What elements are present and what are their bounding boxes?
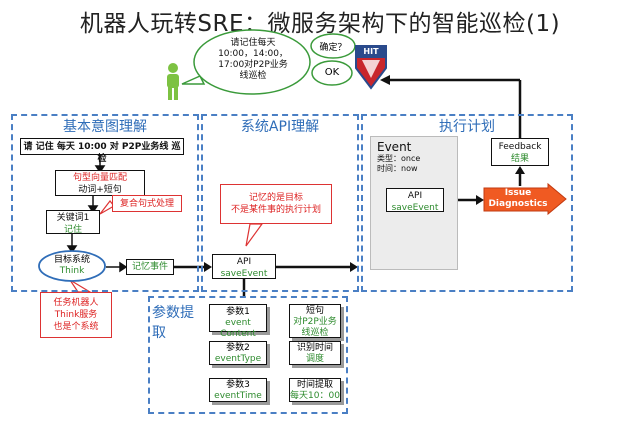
feedback-label: Feedback: [498, 142, 542, 152]
user-request-line: 线巡检: [239, 71, 267, 81]
param-key: Content: [220, 329, 256, 339]
param-key: eventType: [214, 354, 262, 364]
param-result-2: 识别时间 调度: [289, 341, 341, 365]
target-system-value: Think: [59, 266, 85, 276]
hit-logo: [355, 45, 387, 90]
target-system-label: 目标系统: [53, 255, 90, 265]
pattern-match-label: 句型向量匹配: [72, 173, 127, 183]
api-note-tail: [245, 223, 264, 247]
event-to-api-arrow: [174, 262, 212, 272]
param-key: event: [225, 318, 251, 328]
intent-panel: [11, 114, 199, 292]
param-box-2: 参数2 eventType: [209, 341, 267, 365]
exec-api-box: API saveEvent: [386, 188, 444, 213]
event-type: 类型：once: [377, 154, 421, 163]
keyword-value: 记住: [63, 225, 82, 235]
user-request-line: 17:00对P2P业务: [218, 60, 288, 70]
intent-panel-title: 基本意图理解: [63, 119, 147, 135]
api-to-exec-arrow: [276, 262, 358, 272]
param-label: 参数3: [226, 380, 250, 390]
event-title: Event: [377, 140, 412, 154]
user-speech-bubble: [181, 29, 311, 95]
api-box: API saveEvent: [212, 254, 276, 279]
sentence-box: 请 记住 每天 10:00 对 P2P业务线 巡检: [20, 138, 184, 164]
target-system-ellipse: [38, 250, 106, 282]
param-box-3: 参数3 eventTime: [209, 378, 267, 402]
exec-api-label: API: [407, 191, 423, 201]
api-note-line: 记忆的是目标: [248, 193, 303, 203]
param-result-value: 调度: [305, 354, 324, 364]
params-panel-title: 参数提取: [152, 305, 194, 341]
page-title: 机器人玩转SRE：微服务架构下的智能巡检(1): [79, 11, 561, 37]
issue-diagnostics-label: Issue Diagnostics: [484, 188, 552, 210]
event-time: 时间：now: [377, 164, 418, 173]
param-label: 参数2: [226, 343, 250, 353]
issue-line: Diagnostics: [488, 199, 548, 209]
api-value: saveEvent: [220, 269, 268, 279]
exec-panel-title: 执行计划: [439, 119, 495, 135]
api-note-line: 不是某件事的执行计划: [230, 205, 321, 215]
param-result-value: 对P2P业务: [293, 317, 337, 327]
param-result-1: 短句 对P2P业务 线巡检: [289, 304, 341, 338]
pattern-match-value: 动词+短句: [78, 185, 122, 195]
robot-note: 任务机器人 Think服务 也是个系统: [40, 292, 112, 338]
api-panel: [201, 114, 359, 292]
confirm-text: 确定？: [319, 43, 347, 53]
feedback-value: 结果: [510, 154, 529, 164]
pattern-match-box: 句型向量匹配 动词+短句: [55, 170, 145, 196]
target-system: 目标系统 Think: [39, 255, 105, 277]
param-result-3: 时间提取 每天10：00: [289, 378, 341, 402]
user-request-line: 10:00，14:00，: [218, 49, 288, 59]
ok-bubble: [311, 60, 353, 86]
param-result-label: 短句: [305, 306, 324, 316]
param-box-1: 参数1 event Content: [209, 304, 267, 339]
compound-note: 复合句式处理: [112, 195, 182, 212]
memory-event-box: 记忆事件: [126, 259, 174, 275]
param-result-label: 时间提取: [296, 380, 333, 390]
issue-to-feedback-arrow: [515, 166, 525, 186]
api-note: 记忆的是目标 不是某件事的执行计划: [220, 184, 332, 224]
robot-note-line: 也是个系统: [53, 322, 99, 332]
keyword-label: 关键词1: [56, 213, 90, 223]
hit-logo-text: HIT: [363, 47, 379, 56]
intent-arrows: [66, 155, 128, 273]
param-key: eventTime: [214, 391, 262, 401]
feedback-arrow: [380, 75, 522, 140]
person-icon: [167, 63, 179, 100]
issue-diagnostics-shape: [483, 182, 567, 216]
param-result-value: 线巡检: [301, 328, 329, 338]
api-panel-title: 系统API理解: [240, 119, 320, 135]
ok-text: OK: [324, 67, 340, 78]
user-request-text: 请记住每天 10:00，14:00， 17:00对P2P业务 线巡检: [196, 38, 310, 82]
api-label: API: [236, 257, 252, 267]
robot-note-line: Think服务: [54, 310, 98, 320]
param-result-value: 每天10：00: [290, 391, 340, 401]
feedback-box: Feedback 结果: [491, 138, 549, 166]
keyword-box: 关键词1 记住: [46, 210, 100, 235]
param-result-label: 识别时间: [296, 343, 333, 353]
exec-api-value: saveEvent: [391, 203, 439, 213]
robot-note-line: 任务机器人: [53, 298, 99, 308]
memory-event-label: 记忆事件: [131, 262, 168, 272]
user-request-line: 请记住每天: [230, 38, 276, 48]
param-label: 参数1: [226, 307, 250, 317]
issue-line: Issue: [504, 188, 532, 198]
exec-panel: [361, 114, 573, 292]
